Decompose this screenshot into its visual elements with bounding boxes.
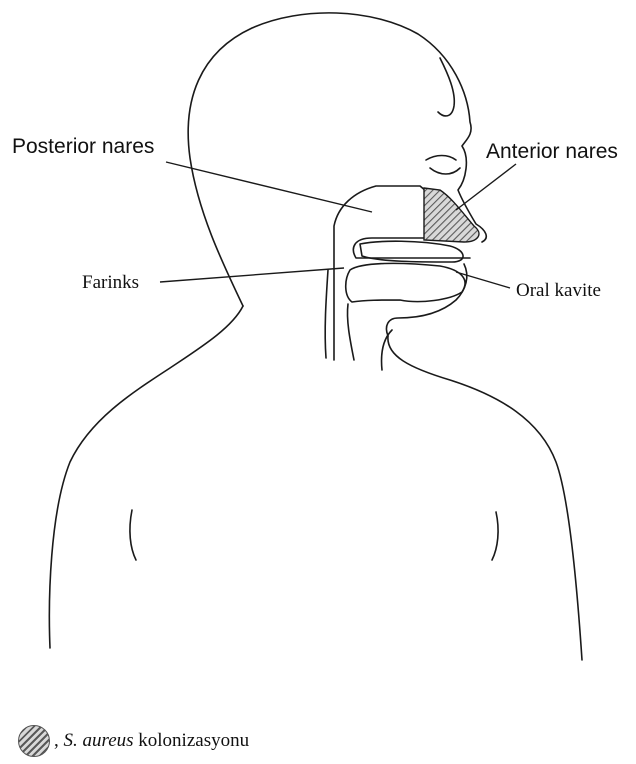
legend-text: , S. aureus kolonizasyonu [54, 730, 249, 752]
oral-cavity [346, 263, 465, 302]
pharynx-wall [325, 270, 354, 360]
neck-front-outline [381, 330, 392, 370]
label-farinks: Farinks [82, 272, 139, 293]
legend-species: S. aureus [64, 730, 134, 751]
legend-description: kolonizasyonu [138, 730, 249, 751]
leader-posterior-nares [166, 162, 372, 212]
label-posterior-nares: Posterior nares [12, 135, 154, 158]
hatched-circle-icon [18, 725, 50, 757]
label-oral-kavite: Oral kavite [516, 280, 601, 301]
neck-back-outline [49, 306, 243, 648]
label-anterior-nares: Anterior nares [486, 140, 618, 163]
legend-separator: , [54, 730, 59, 751]
arm-right-crease [492, 512, 498, 560]
legend: , S. aureus kolonizasyonu [18, 724, 249, 758]
shoulder-right-outline [388, 336, 582, 660]
arm-left-crease [130, 510, 136, 560]
leader-farinks [160, 268, 344, 282]
eye-outline [426, 156, 460, 175]
palate [360, 241, 463, 262]
